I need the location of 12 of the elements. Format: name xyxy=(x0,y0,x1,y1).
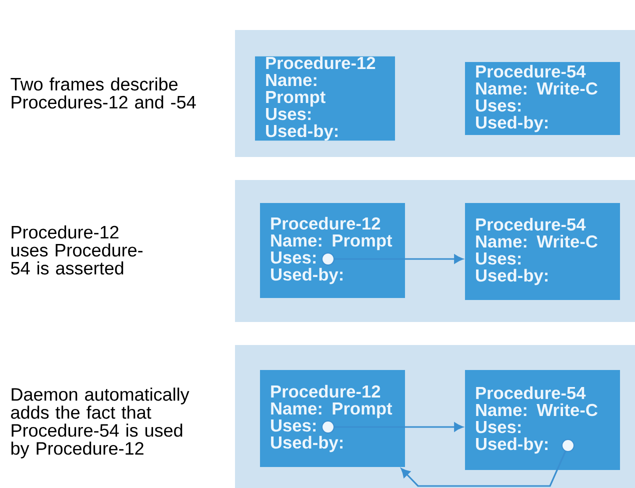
frame-box: Procedure-12 Name: Prompt Uses: Used-by: xyxy=(260,370,405,467)
description-text: Daemon automatically adds the fact that Procedure-54 is used by Procedure-12 xyxy=(11,388,190,458)
frame-box: Procedure-12 Name: Prompt Uses: Used-by: xyxy=(260,203,405,298)
frame-box: Procedure-12 Name: Prompt Uses: Used-by: xyxy=(255,56,395,141)
frame-box: Procedure-54 Name: Write-C Uses: Used-by: xyxy=(465,203,620,300)
arrow xyxy=(400,438,575,487)
description-text: Two frames describe Procedures-12 and -54 xyxy=(10,77,196,109)
description-text: Procedure-12 uses Procedure-54 is asserted xyxy=(10,225,142,275)
arrow xyxy=(321,252,463,266)
arrow xyxy=(321,420,463,434)
frame-box: Procedure-54 Name: Write-C Uses: Used-by: xyxy=(465,370,620,470)
frame-box: Procedure-54 Name: Write-C Uses: Used-by: xyxy=(465,62,620,135)
